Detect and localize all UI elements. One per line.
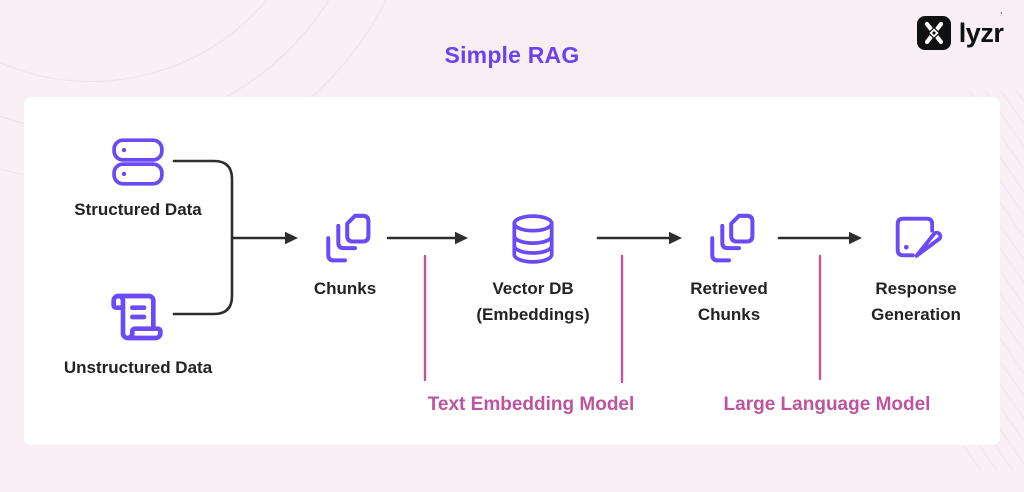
brand-name: lyzrʾ [958,10,1004,48]
diagram-card [24,97,1000,445]
chunks-label: Chunks [313,279,377,298]
server-stack-icon [111,135,165,189]
files-icon [700,208,758,266]
database-icon [506,212,560,266]
retrieved-chunks-label: Retrieved Chunks [690,279,768,324]
vector-db-label: Vector DB (Embeddings) [476,279,590,324]
response-generation-label: Response Generation [871,279,961,324]
lyzr-logo-icon [916,16,951,50]
annotation-span-lines [423,254,822,384]
large-language-model-label: Large Language Model [723,394,931,415]
brand-logo: lyzrʾ [916,10,1007,50]
files-icon [316,208,374,266]
page-title: Simple RAG [444,42,580,68]
structured-data-label: Structured Data [74,200,202,219]
trademark-mark: ʾ [999,10,1003,23]
unstructured-data-label: Unstructured Data [63,358,213,377]
file-pen-icon [888,209,944,265]
scroll-icon [109,289,165,345]
text-embedding-model-label: Text Embedding Model [427,394,635,415]
